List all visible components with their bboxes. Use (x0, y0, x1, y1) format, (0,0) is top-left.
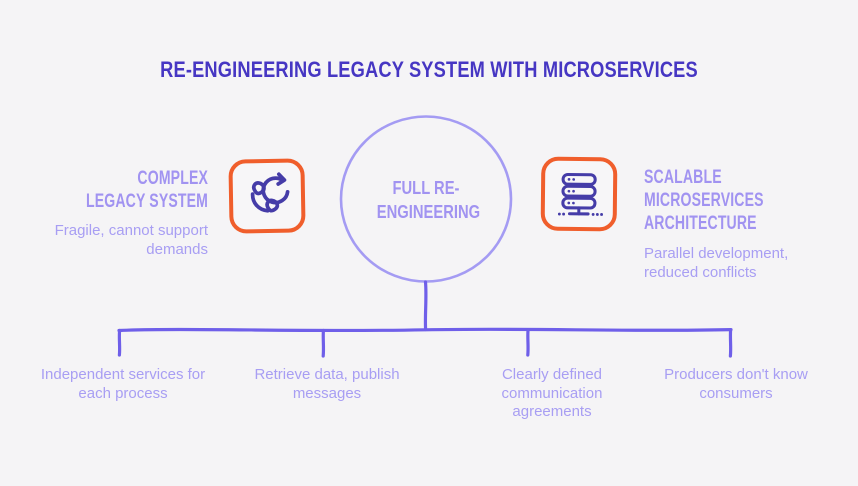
left-item-description: Fragile, cannot support demands (54, 222, 208, 258)
right-item-heading: SCALABLE MICROSERVICES ARCHITECTURE (644, 167, 764, 234)
branch-bar-line (117, 327, 733, 333)
branch-label-1: Independent services for each process (40, 366, 206, 402)
center-stem-line (423, 280, 428, 332)
diagram-title: RE-ENGINEERING LEGACY SYSTEM WITH MICROS… (160, 57, 698, 82)
branch-label-3: Clearly defined communication agreements (501, 366, 603, 420)
center-node-label: FULL RE-ENGINEERING (376, 178, 481, 222)
right-item-description: Parallel development, reduced conflicts (644, 245, 789, 281)
branch-label-2: Retrieve data, publish messages (254, 366, 400, 402)
right-icon-box (540, 156, 618, 232)
left-icon-box (228, 158, 306, 234)
branch-label-4: Producers don't know consumers (664, 366, 808, 402)
phone-sync-icon (250, 172, 290, 213)
server-stack-icon (557, 172, 604, 216)
left-item-heading: COMPLEX LEGACY SYSTEM (86, 168, 208, 212)
